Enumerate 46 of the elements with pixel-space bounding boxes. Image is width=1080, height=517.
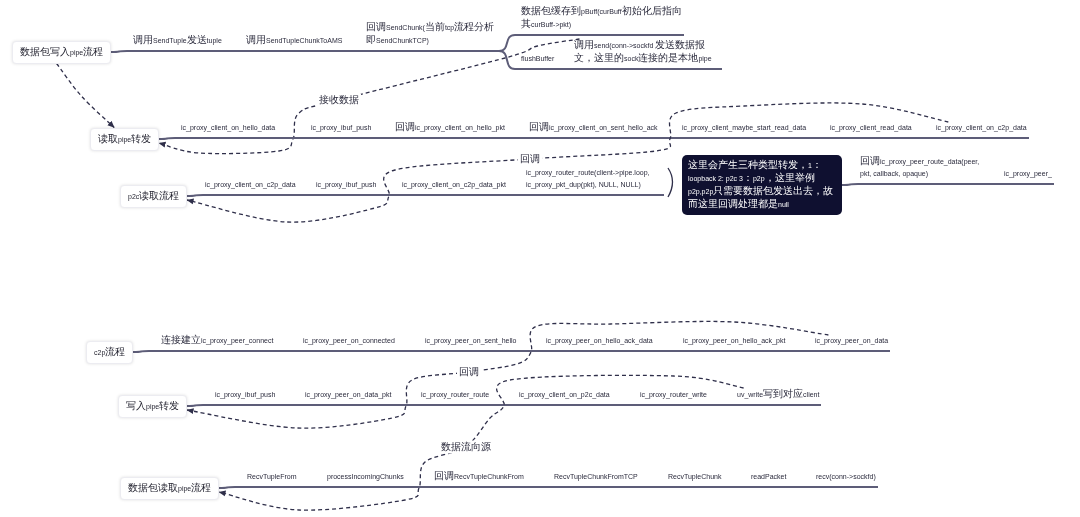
connector-line	[396, 350, 424, 352]
connector-line	[611, 404, 639, 406]
connector-line	[807, 137, 829, 139]
connector-line	[498, 50, 520, 70]
edge-label: 回调	[456, 365, 481, 379]
connector-line	[110, 50, 132, 53]
connector-line	[392, 404, 420, 406]
connector-line	[989, 183, 1003, 185]
connector-line	[841, 183, 859, 186]
edge-label: 回调	[517, 152, 542, 166]
connector-line	[298, 486, 326, 488]
connector-line	[639, 486, 667, 488]
connector-line	[490, 404, 518, 406]
connector-line	[722, 486, 750, 488]
edge-label: 接收数据	[317, 93, 361, 107]
connector-line	[913, 137, 935, 139]
edge-label: 数据流向源	[438, 440, 493, 454]
connector-line	[223, 50, 245, 52]
connector-line	[186, 404, 214, 407]
dashed-arrow	[55, 62, 115, 129]
connector-line	[555, 68, 573, 70]
connector-line	[506, 137, 528, 139]
connector-line	[517, 350, 545, 352]
connector-line	[654, 350, 682, 352]
connector-line	[276, 404, 304, 406]
dashed-arrow	[186, 320, 830, 429]
connector-line	[525, 486, 553, 488]
connector-line	[786, 350, 814, 352]
connector-line	[132, 350, 160, 353]
dashed-arrow	[158, 38, 581, 155]
dashed-arrow	[186, 102, 949, 223]
connector-line	[405, 486, 433, 488]
connector-line	[276, 137, 310, 139]
connector-line	[659, 137, 681, 139]
connector-line	[708, 404, 736, 406]
connector-line	[274, 350, 302, 352]
connector-line	[377, 194, 401, 196]
connector-line	[186, 194, 204, 197]
connector-line	[218, 486, 246, 489]
connector-line	[297, 194, 315, 196]
connector-line	[507, 194, 525, 196]
dashed-arrow	[218, 374, 745, 511]
connector-line	[787, 486, 815, 488]
connector-line	[372, 137, 394, 139]
connector-line	[158, 137, 180, 140]
connector-line	[343, 50, 365, 52]
